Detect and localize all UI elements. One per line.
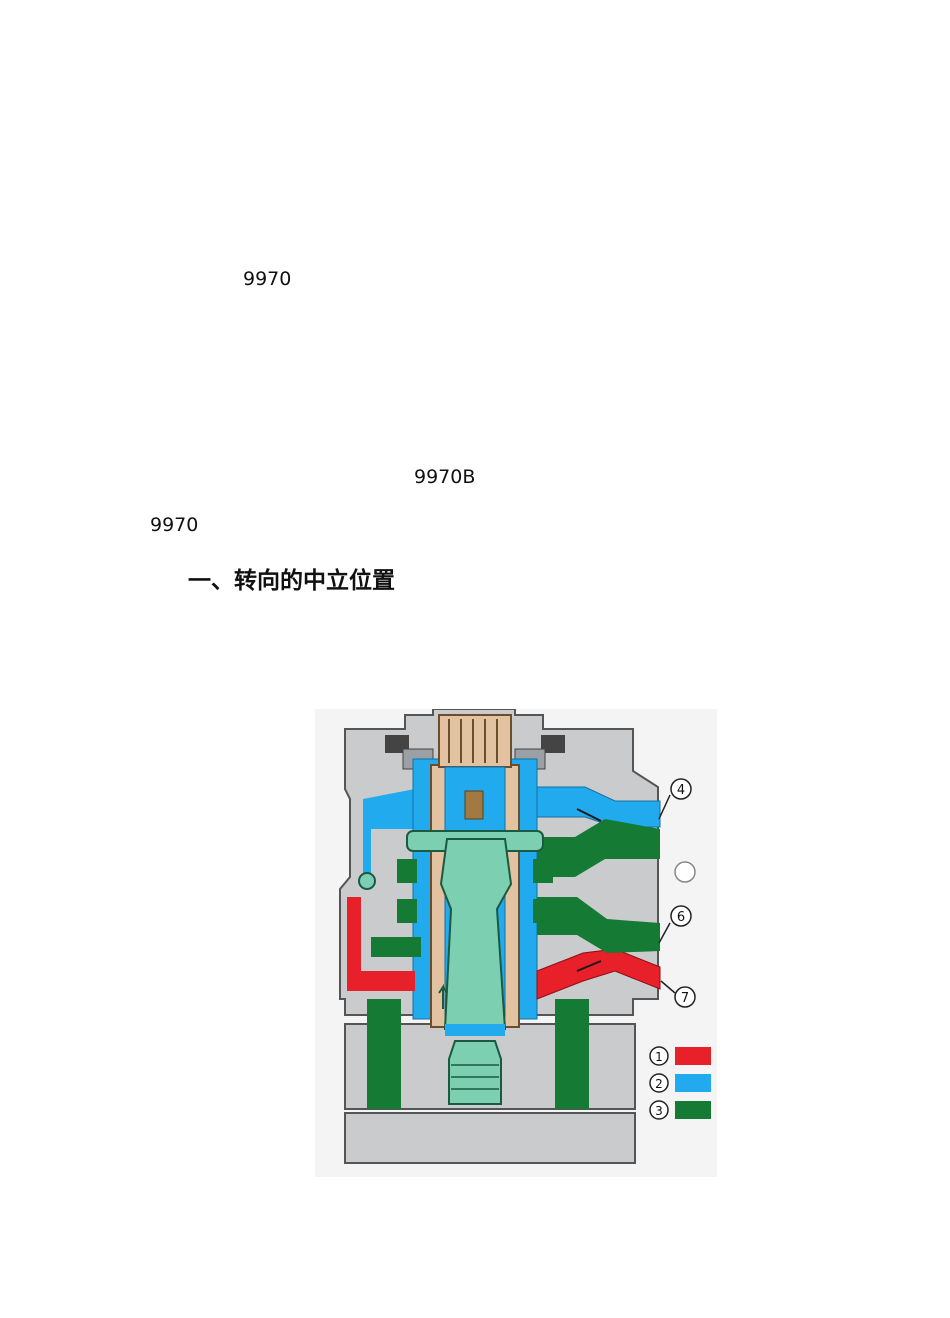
callout-4-label: 4	[677, 783, 685, 798]
legend-swatch-1	[675, 1047, 711, 1065]
return-port-4	[536, 786, 661, 828]
legend-number-1: 1	[655, 1050, 663, 1064]
legend: 1 2 3	[649, 1046, 711, 1120]
legend-number-3: 3	[655, 1104, 663, 1118]
pressure-port-7	[536, 948, 661, 1000]
work-port-6	[537, 897, 660, 953]
callout-6-label: 6	[677, 910, 685, 925]
callout-7-label: 7	[681, 991, 689, 1006]
pressure-passage-left	[347, 897, 415, 991]
part-number-text-2: 9970	[150, 514, 199, 536]
section-heading: 一、转向的中立位置	[188, 568, 395, 594]
legend-number-2: 2	[655, 1077, 663, 1091]
work-port-5	[537, 819, 660, 877]
return-passage-left	[363, 789, 415, 884]
legend-swatch-3	[675, 1101, 711, 1119]
base-housing	[344, 1112, 636, 1164]
check-ball	[358, 872, 376, 890]
steering-valve-cross-section: 4 6 7 1 2 3	[315, 709, 717, 1177]
callout-7	[674, 986, 696, 1008]
callout-4	[670, 778, 692, 800]
callout-6	[670, 905, 692, 927]
callout-5	[674, 861, 696, 883]
part-number-text-b: 9970B	[414, 466, 476, 488]
legend-swatch-2	[675, 1074, 711, 1092]
part-number-text: 9970	[243, 268, 292, 290]
